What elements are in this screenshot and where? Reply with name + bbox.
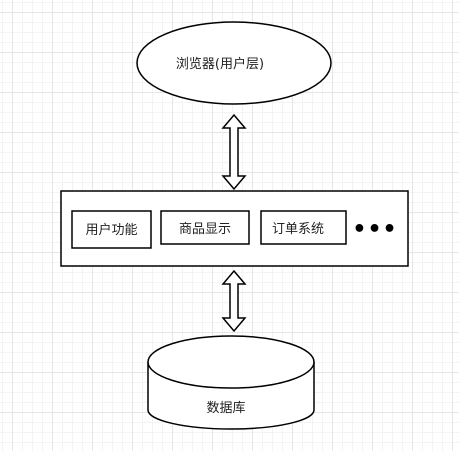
module-order-system-box <box>260 210 347 245</box>
module-user-functions-label: 用户功能 <box>85 222 137 238</box>
module-user-functions-box <box>71 210 152 249</box>
browser-label: 浏览器(用户层) <box>176 56 264 72</box>
lower-double-arrow-shape <box>221 269 247 333</box>
database-node: 数据库 <box>147 335 315 430</box>
lower-double-arrow <box>221 269 247 333</box>
database-label: 数据库 <box>206 400 245 416</box>
upper-double-arrow-shape <box>221 113 247 191</box>
module-user-functions: 用户功能 <box>71 210 152 249</box>
module-order-system-label: 订单系统 <box>272 222 324 237</box>
browser-node: 浏览器(用户层) <box>136 21 332 105</box>
module-product-display-box <box>160 210 250 245</box>
service-layer: 用户功能 商品显示 订单系统 ••• <box>60 190 409 267</box>
browser-ellipse <box>136 21 332 105</box>
module-product-display: 商品显示 <box>160 210 250 245</box>
module-order-system: 订单系统 <box>260 210 347 245</box>
module-product-display-label: 商品显示 <box>179 222 231 237</box>
upper-double-arrow <box>221 113 247 191</box>
more-modules-ellipsis: ••• <box>352 217 397 242</box>
database-cylinder-top <box>147 335 315 389</box>
